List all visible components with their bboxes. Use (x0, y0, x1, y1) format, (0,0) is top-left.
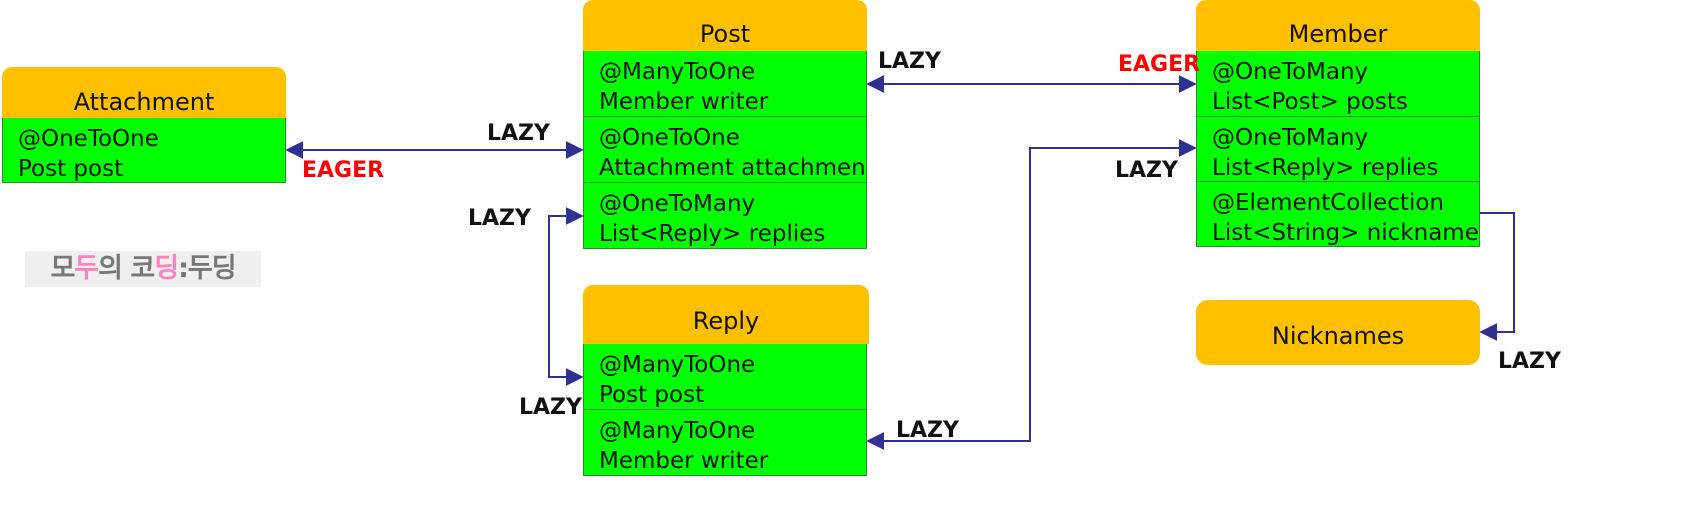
entity-field: @ManyToOne Member writer (583, 51, 867, 117)
entity-field: @ElementCollection List<String> nickname… (1196, 182, 1480, 247)
member-entity: Member @OneToMany List<Post> posts @OneT… (1196, 0, 1480, 247)
entity-field: @OneToOne Post post (2, 118, 286, 183)
entity-field: @OneToMany List<Reply> replies (1196, 117, 1480, 182)
post-entity: Post @ManyToOne Member writer @OneToOne … (583, 0, 867, 249)
member-nicknames-arrow (1479, 212, 1515, 341)
field-declaration: Member writer (599, 448, 769, 474)
field-declaration: List<Reply> replies (1212, 155, 1439, 181)
entity-field: @ManyToOne Post post (583, 344, 867, 410)
post-reply-arrow (548, 207, 584, 386)
fetch-label: LAZY (878, 49, 941, 74)
field-declaration: Attachment attachment (599, 155, 867, 181)
fetch-label: EAGER (1118, 52, 1201, 77)
logo-text: 딩 (154, 253, 179, 284)
attachment-entity: Attachment @OneToOne Post post (2, 67, 286, 183)
field-declaration: Post post (599, 382, 705, 408)
logo: 모두의 코딩:두딩 (25, 251, 261, 287)
field-annotation: @OneToOne (599, 125, 740, 151)
field-annotation: @ElementCollection (1212, 190, 1444, 216)
field-annotation: @OneToMany (1212, 125, 1369, 151)
fetch-label: LAZY (896, 418, 959, 443)
field-declaration: List<Post> posts (1212, 89, 1408, 115)
reply-entity: Reply @ManyToOne Post post @ManyToOne Me… (583, 285, 869, 476)
field-annotation: @ManyToOne (599, 59, 756, 85)
field-declaration: List<Reply> replies (599, 221, 826, 247)
field-annotation: @ManyToOne (599, 418, 756, 444)
entity-field: @OneToMany List<Reply> replies (583, 183, 867, 249)
entity-field: @OneToMany List<Post> posts (1196, 51, 1480, 117)
field-declaration: Member writer (599, 89, 769, 115)
logo-text: :두딩 (178, 253, 236, 284)
logo-text: 모 (50, 253, 75, 284)
entity-title: Attachment (2, 67, 286, 118)
fetch-label: LAZY (487, 121, 550, 146)
entity-field: @OneToOne Attachment attachment (583, 117, 867, 183)
nicknames-entity: Nicknames (1196, 300, 1480, 365)
field-declaration: List<String> nicknames; (1212, 220, 1480, 246)
fetch-label: LAZY (1115, 158, 1178, 183)
entity-title: Reply (583, 285, 869, 344)
fetch-label: LAZY (519, 395, 582, 420)
logo-text: 두 (74, 253, 99, 284)
field-declaration: Post post (18, 156, 124, 182)
member-reply-arrow (866, 139, 1197, 450)
entity-title: Member (1196, 0, 1480, 51)
field-annotation: @OneToMany (1212, 59, 1369, 85)
fetch-label: LAZY (1498, 349, 1561, 374)
field-annotation: @ManyToOne (599, 352, 756, 378)
fetch-label: LAZY (468, 206, 531, 231)
field-annotation: @OneToOne (18, 126, 159, 152)
entity-field: @ManyToOne Member writer (583, 410, 867, 476)
fetch-label: EAGER (302, 158, 385, 183)
logo-text: 의 코 (98, 253, 155, 284)
entity-title: Post (583, 0, 867, 51)
field-annotation: @OneToMany (599, 191, 756, 217)
